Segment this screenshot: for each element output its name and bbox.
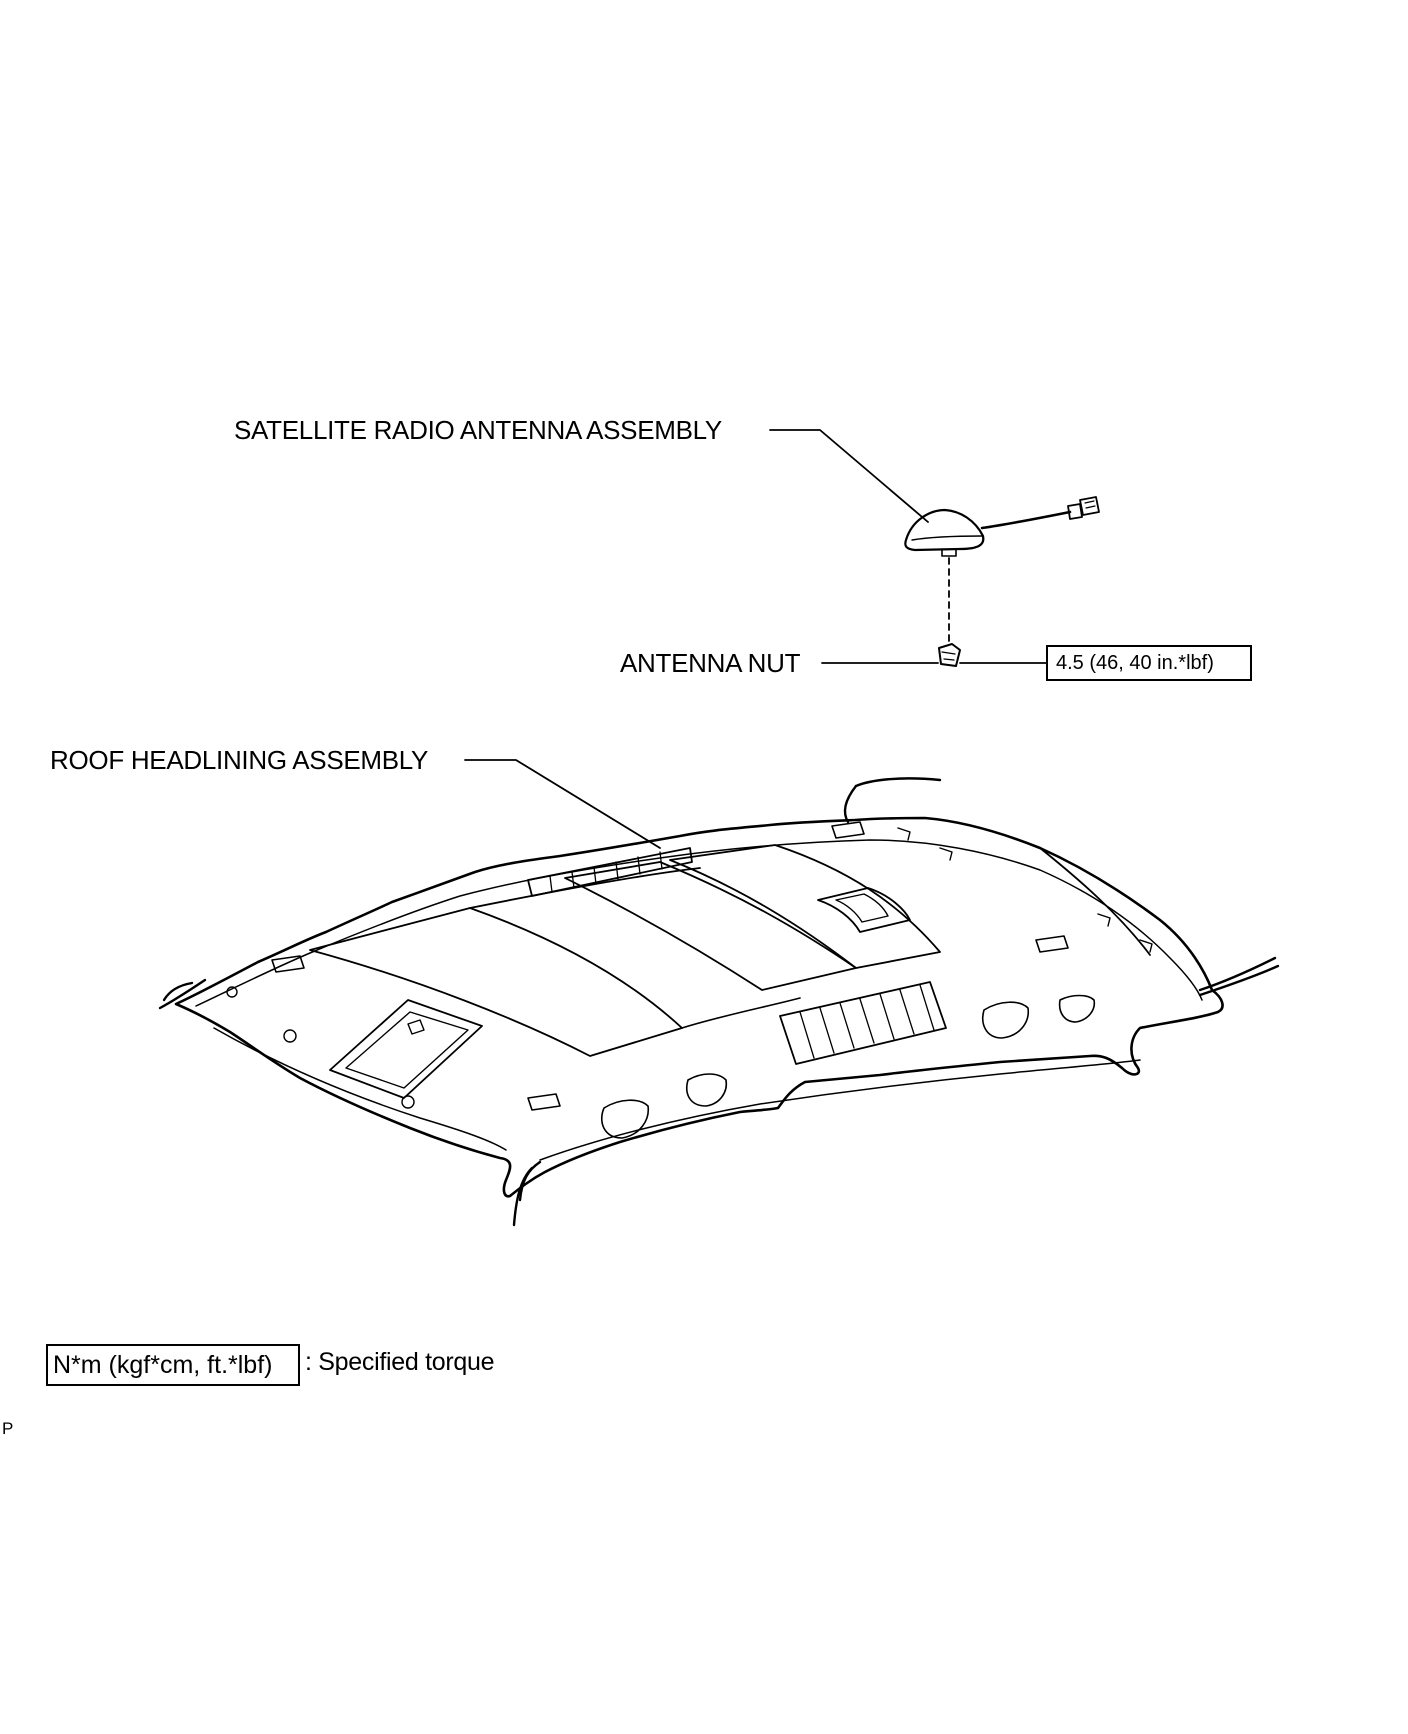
- legend-unit: N*m (kgf*cm, ft.*lbf): [53, 1351, 273, 1379]
- callout-roof-headlining: ROOF HEADLINING ASSEMBLY: [50, 745, 429, 775]
- torque-value-box: 4.5 (46, 40 in.*lbf): [1046, 645, 1252, 681]
- leader-lines: [464, 429, 1047, 849]
- torque-value: 4.5 (46, 40 in.*lbf): [1056, 652, 1214, 674]
- satellite-antenna-drawing: [904, 496, 1100, 557]
- legend-unit-box: N*m (kgf*cm, ft.*lbf): [46, 1344, 300, 1386]
- legend-description: : Specified torque: [305, 1348, 495, 1376]
- callout-antenna-nut: ANTENNA NUT: [620, 648, 801, 678]
- roof-headlining-drawing: [158, 777, 1280, 1227]
- leader-satellite-antenna: [769, 429, 929, 523]
- leader-roof-headlining: [464, 759, 661, 849]
- antenna-nut-drawing: [938, 643, 961, 667]
- callout-satellite-antenna: SATELLITE RADIO ANTENNA ASSEMBLY: [234, 415, 722, 445]
- figure-code: P: [2, 1419, 14, 1438]
